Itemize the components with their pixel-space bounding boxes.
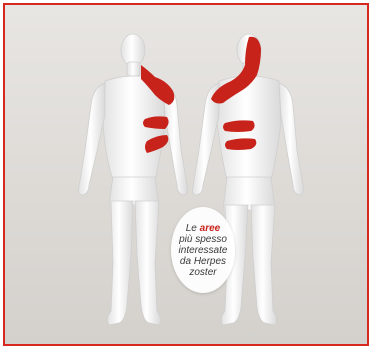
caption-prefix: Le — [186, 223, 197, 234]
caption-line-1: Le aree — [186, 223, 220, 234]
caption-accent-word: aree — [200, 223, 221, 234]
anatomy-illustration — [5, 5, 367, 344]
front-figure — [79, 34, 188, 325]
caption-line-4: da Herpes — [180, 256, 226, 267]
caption-line-5: zoster — [189, 267, 216, 278]
caption-line-3: interessate — [179, 245, 228, 256]
illustration-frame: Le aree più spesso interessate da Herpes… — [3, 3, 369, 346]
caption-bubble: Le aree più spesso interessate da Herpes… — [171, 207, 235, 293]
caption-line-2: più spesso — [179, 234, 227, 245]
